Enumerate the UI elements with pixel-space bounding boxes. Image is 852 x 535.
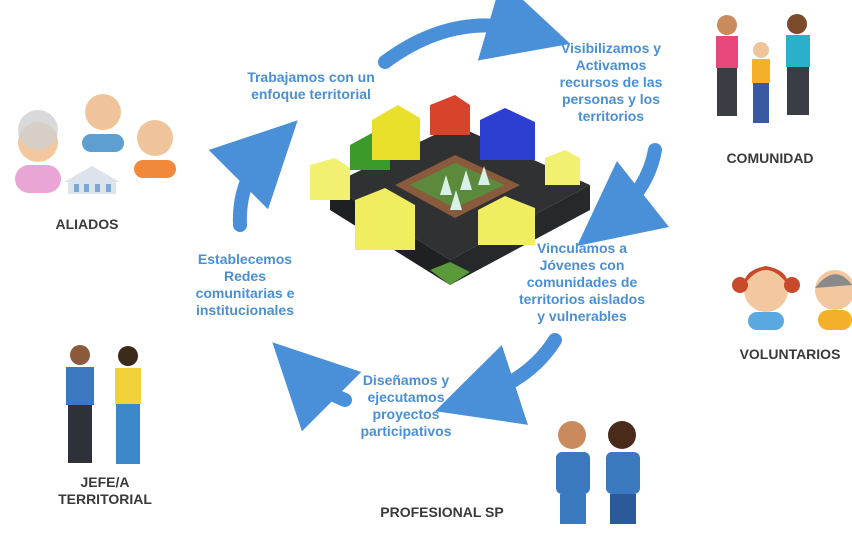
arrow-left: [208, 120, 298, 232]
territorial-chiefs-icon: [66, 345, 141, 464]
arrow-bottom-left: [272, 342, 362, 432]
arrow-bottom-right: [435, 333, 562, 425]
step-establish-networks: Establecemos Redes comunitarias e instit…: [195, 251, 295, 318]
arrow-right: [577, 143, 669, 247]
step-link-youth: Vinculamos a Jóvenes con comunidades de …: [518, 240, 646, 324]
role-aliados: ALIADOS: [55, 216, 119, 232]
aliados-people-icon: [15, 94, 176, 193]
role-comunidad: COMUNIDAD: [726, 150, 814, 166]
step-work-territorial: Trabajamos con un enfoque territorial: [247, 69, 375, 102]
volunteers-icon: [732, 266, 852, 330]
step-visibilize-resources: Visibilizamos y Activamos recursos de la…: [559, 40, 663, 124]
step-design-projects: Diseñamos y ejecutamos proyectos partici…: [360, 372, 452, 439]
building-icon: [64, 166, 120, 194]
arrow-top: [378, 0, 571, 69]
students-backpack-icon: [556, 421, 640, 524]
role-profesional-sp: PROFESIONAL SP: [380, 504, 504, 520]
community-family-icon: [716, 14, 810, 123]
role-voluntarios: VOLUNTARIOS: [739, 346, 841, 362]
role-jefe-territorial: JEFE/A TERRITORIAL: [58, 474, 152, 507]
